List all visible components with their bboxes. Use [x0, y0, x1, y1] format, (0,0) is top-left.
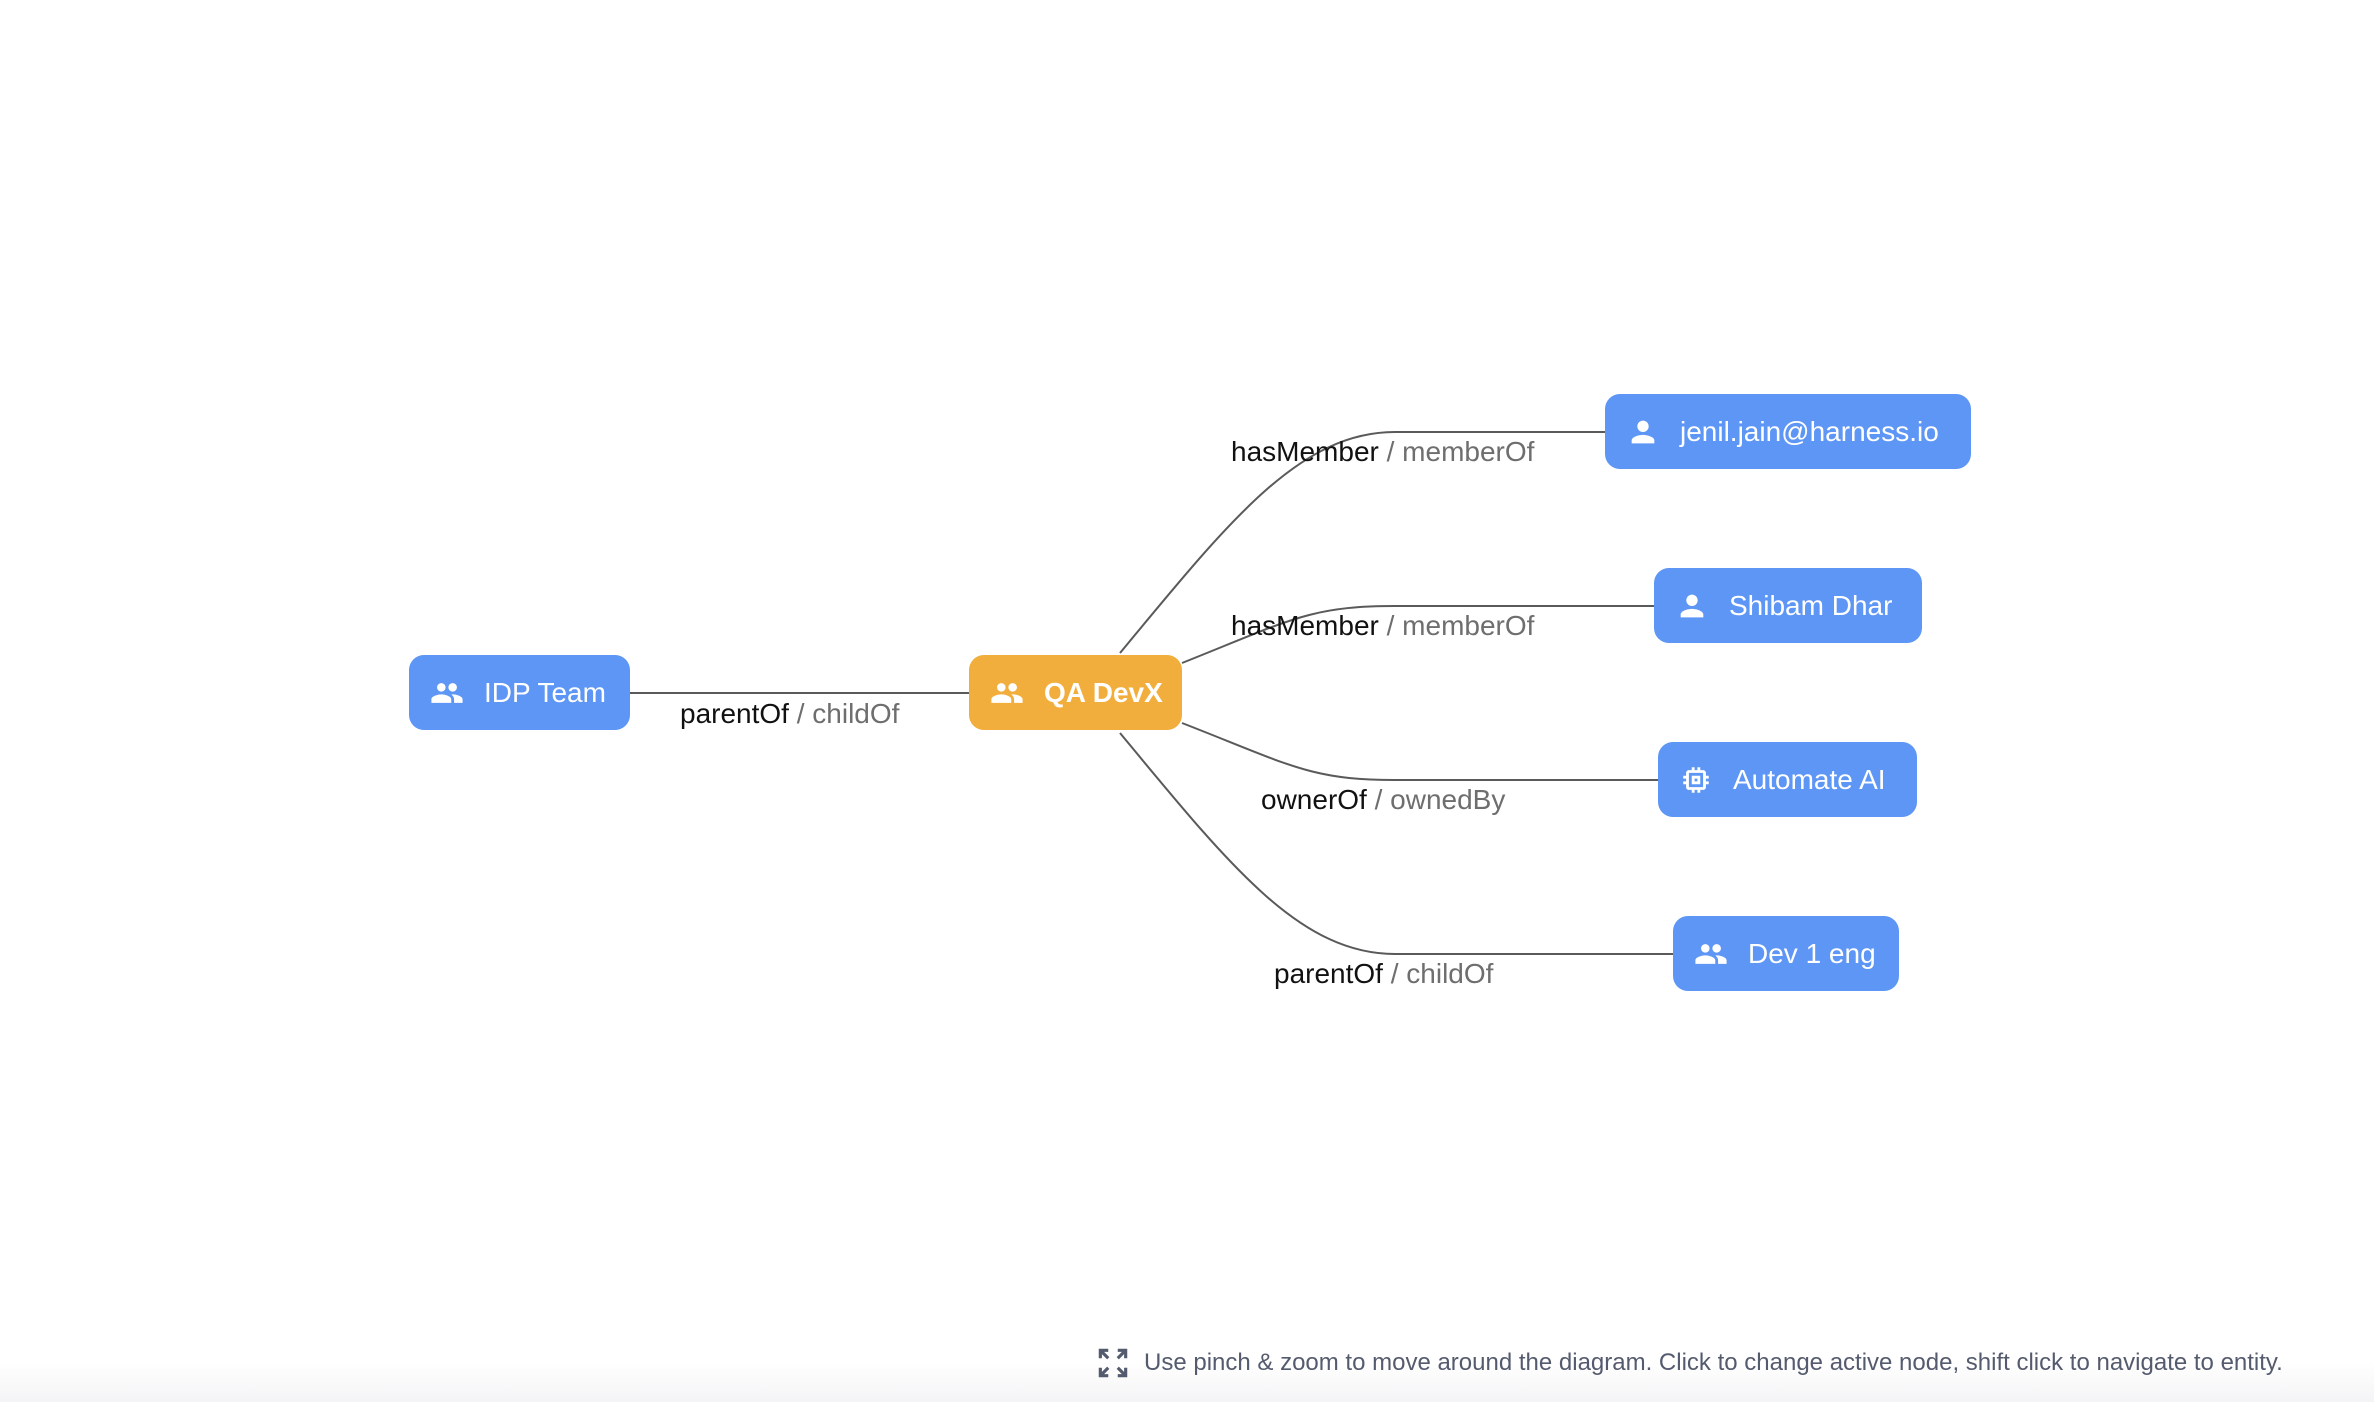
node-qa-devx[interactable]: QA DevX — [969, 655, 1182, 730]
node-label: Dev 1 eng — [1748, 937, 1876, 969]
person-icon — [1626, 415, 1660, 449]
chip-icon — [1679, 763, 1713, 797]
edge-line-qa-to-jenil — [1119, 431, 1605, 654]
edge-label-qa-to-shibam: hasMember / memberOf — [1231, 610, 1534, 642]
edge-forward-label: parentOf — [1274, 958, 1383, 989]
node-dev-1-eng[interactable]: Dev 1 eng — [1673, 916, 1899, 991]
edge-line-qa-to-automate — [1181, 722, 1658, 781]
group-icon — [1694, 937, 1728, 971]
edge-reverse-label: / memberOf — [1378, 436, 1535, 467]
edge-label-qa-to-jenil: hasMember / memberOf — [1231, 436, 1534, 468]
edge-label-qa-to-automate: ownerOf / ownedBy — [1261, 784, 1505, 816]
edge-forward-label: hasMember — [1231, 436, 1379, 467]
node-label: jenil.jain@harness.io — [1680, 415, 1939, 447]
group-icon — [430, 676, 464, 710]
footer-fade — [0, 1362, 2374, 1402]
edge-forward-label: hasMember — [1231, 610, 1379, 641]
hint-text: Use pinch & zoom to move around the diag… — [1144, 1349, 2283, 1376]
group-icon — [990, 676, 1024, 710]
edge-reverse-label: / childOf — [788, 698, 900, 729]
fullscreen-icon[interactable] — [1094, 1344, 1132, 1382]
edge-reverse-label: / memberOf — [1378, 610, 1535, 641]
node-label: Automate AI — [1733, 763, 1886, 795]
edge-reverse-label: / ownedBy — [1366, 784, 1506, 815]
person-icon — [1675, 589, 1709, 623]
node-label: Shibam Dhar — [1729, 589, 1893, 621]
diagram-hint: Use pinch & zoom to move around the diag… — [1094, 1344, 2283, 1382]
node-label: QA DevX — [1044, 676, 1163, 708]
edge-forward-label: ownerOf — [1261, 784, 1367, 815]
edge-label-idp-to-qa: parentOf / childOf — [680, 698, 899, 730]
node-shibam-dhar[interactable]: Shibam Dhar — [1654, 568, 1922, 643]
edge-reverse-label: / childOf — [1382, 958, 1494, 989]
node-label: IDP Team — [484, 676, 606, 708]
node-jenil-jain[interactable]: jenil.jain@harness.io — [1605, 394, 1971, 469]
node-idp-team[interactable]: IDP Team — [409, 655, 630, 730]
edge-line-qa-to-shibam — [1181, 605, 1654, 664]
node-automate-ai[interactable]: Automate AI — [1658, 742, 1917, 817]
edge-label-qa-to-dev1: parentOf / childOf — [1274, 958, 1493, 990]
edge-line-qa-to-dev1 — [1119, 732, 1673, 955]
edge-forward-label: parentOf — [680, 698, 789, 729]
